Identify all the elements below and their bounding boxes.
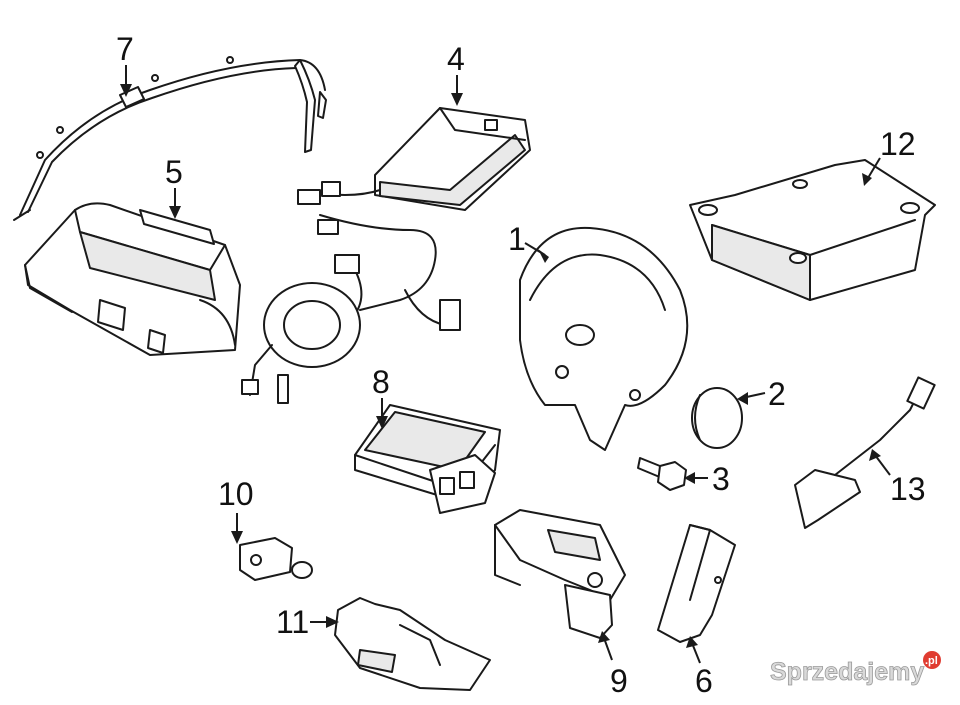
watermark-badge-text: .pl — [925, 655, 938, 667]
part-12-control-module — [689, 159, 936, 301]
part-4-clockspring-harness — [241, 107, 531, 404]
callout-3: 3 — [712, 461, 730, 497]
callout-11: 11 — [276, 604, 309, 640]
callout-6: 6 — [695, 663, 713, 699]
callout-10: 10 — [218, 476, 254, 512]
watermark-text: Sprzedajemy — [770, 658, 924, 686]
callout-5: 5 — [165, 154, 183, 190]
part-3-bolt — [637, 457, 687, 491]
part-2-cap — [691, 387, 743, 449]
part-11-bracket — [334, 597, 491, 691]
callout-4: 4 — [447, 41, 465, 77]
callout-12: 12 — [880, 126, 916, 162]
callout-2: 2 — [768, 376, 786, 412]
callout-1: 1 — [508, 221, 526, 257]
callout-7: 7 — [116, 31, 134, 67]
watermark-badge — [923, 651, 941, 669]
part-6-side-module — [657, 524, 736, 643]
part-5-passenger-airbag — [24, 202, 241, 356]
part-7-curtain-airbag — [13, 56, 327, 221]
callout-lines — [120, 65, 891, 664]
part-13-sensor-cable — [794, 376, 936, 529]
watermark-logo: Sprzedajemy .pl — [770, 651, 941, 686]
part-9-module — [494, 509, 626, 639]
part-1-driver-airbag — [519, 226, 689, 451]
part-8-sensor-unit — [354, 404, 501, 514]
callout-8: 8 — [372, 364, 390, 400]
part-10-sensor — [239, 537, 313, 581]
callout-13: 13 — [890, 471, 926, 507]
callout-9: 9 — [610, 663, 628, 699]
